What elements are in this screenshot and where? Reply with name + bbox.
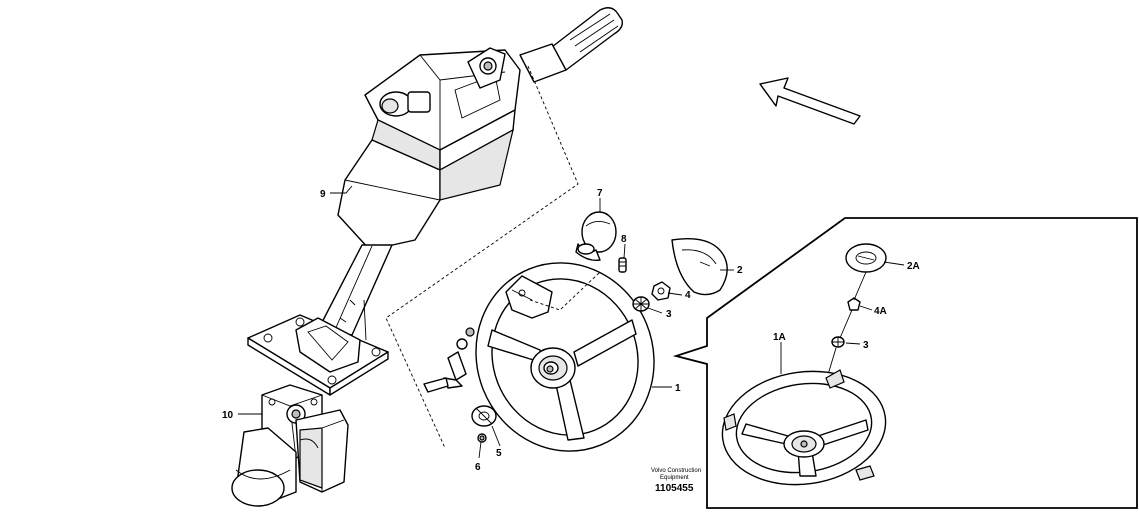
hardware-part-6 [477, 433, 487, 443]
direction-arrow-icon [759, 77, 861, 125]
hardware-clamp [423, 327, 475, 393]
drawing-number: 1105455 [655, 483, 694, 494]
callout-5: 5 [496, 448, 502, 459]
callout-1: 1 [675, 383, 681, 394]
inset-detail [672, 217, 1138, 509]
callout-2: 2 [737, 265, 743, 276]
callout-9: 9 [320, 189, 326, 200]
callout-1a: 1A [773, 332, 786, 343]
callout-2a: 2A [907, 261, 920, 272]
callout-3: 3 [666, 309, 672, 320]
knob-screw [618, 257, 627, 273]
hardware-part-3 [632, 296, 650, 312]
steering-wheel [475, 262, 655, 452]
center-cap [671, 238, 728, 296]
credit-line-1: Volvo Construction [651, 468, 701, 474]
volvo-logo-icon [699, 261, 711, 267]
spinner-knob [575, 211, 617, 262]
hardware-part-5 [471, 405, 497, 427]
steering-column [247, 7, 624, 396]
steering-valve [231, 384, 349, 507]
callout-4a: 4A [874, 306, 887, 317]
hardware-part-4 [651, 281, 671, 301]
callout-8: 8 [621, 234, 627, 245]
callout-4: 4 [685, 290, 691, 301]
credit-line-2: Equipment [660, 475, 689, 481]
callout-7: 7 [597, 188, 603, 199]
leader-lines [238, 185, 905, 459]
callout-6: 6 [475, 462, 481, 473]
callout-inset-3: 3 [863, 340, 869, 351]
knob-bracket [505, 271, 601, 319]
callout-10: 10 [222, 410, 234, 421]
